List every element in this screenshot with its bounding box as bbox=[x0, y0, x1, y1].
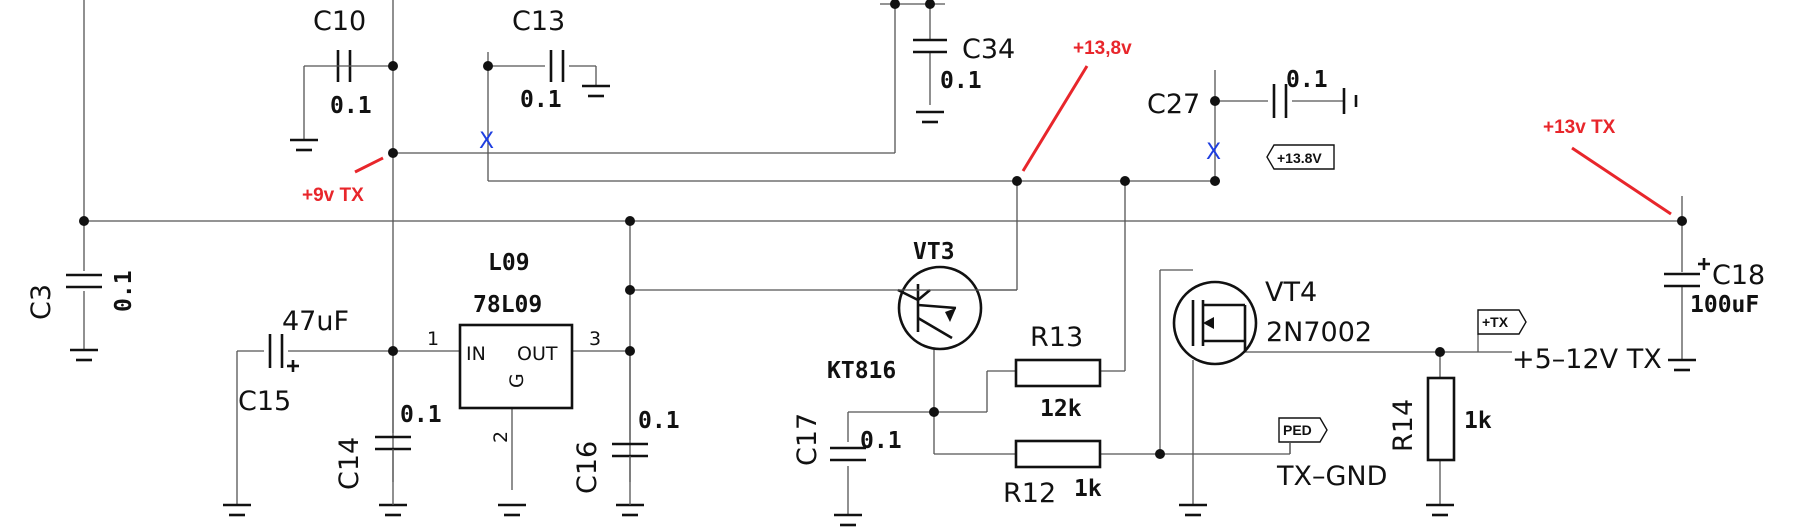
l09-pin1: 1 bbox=[427, 328, 439, 350]
resistor-r12: R12 1k bbox=[1003, 439, 1102, 509]
ground-c18 bbox=[1668, 358, 1696, 372]
capacitor-c16: C16 0.1 bbox=[572, 408, 680, 505]
resistor-r14: R14 1k bbox=[1388, 376, 1492, 462]
c3-value: 0.1 bbox=[111, 270, 137, 312]
vt3-part: KT816 bbox=[827, 358, 896, 384]
r14-value: 1k bbox=[1464, 408, 1492, 434]
c18-ref: C18 bbox=[1712, 260, 1765, 291]
c16-value: 0.1 bbox=[638, 408, 680, 434]
c34-value: 0.1 bbox=[940, 68, 982, 94]
l09-pin-g: G bbox=[506, 373, 528, 388]
c13-ref: C13 bbox=[512, 6, 565, 37]
annotation-9v-tx: +9v TX bbox=[302, 156, 384, 206]
c10-ref: C10 bbox=[313, 6, 366, 37]
capacitor-c27: C27 0.1 bbox=[1147, 67, 1328, 120]
ground-c27 bbox=[1342, 88, 1358, 114]
l09-ref: L09 bbox=[488, 250, 530, 276]
annotation-9v-text: +9v TX bbox=[302, 185, 364, 206]
capacitor-c15: 47uF C15 bbox=[238, 306, 349, 417]
c18-value: 100uF bbox=[1690, 292, 1759, 318]
ground-c13 bbox=[582, 84, 610, 98]
r14-ref: R14 bbox=[1388, 399, 1419, 452]
c17-ref: C17 bbox=[792, 413, 823, 466]
net-plus-tx-label: +TX bbox=[1482, 314, 1509, 330]
ground-c34 bbox=[916, 110, 944, 124]
ground-c10 bbox=[290, 138, 318, 152]
ground-vt4 bbox=[1179, 503, 1207, 517]
ground-c14 bbox=[379, 503, 407, 517]
ground-c3 bbox=[70, 348, 98, 362]
c27-ref: C27 bbox=[1147, 89, 1200, 120]
ground-c17 bbox=[834, 513, 862, 527]
ground-c16 bbox=[616, 503, 644, 517]
net-tag-ped: PED bbox=[1278, 417, 1328, 454]
l09-pin-out: OUT bbox=[517, 343, 558, 365]
c15-ref: C15 bbox=[238, 386, 291, 417]
regulator-l09: L09 78L09 IN OUT G 1 3 2 bbox=[427, 250, 601, 443]
r13-ref: R13 bbox=[1030, 322, 1083, 353]
c16-ref: C16 bbox=[572, 441, 603, 494]
net-13-8v-label: +13.8V bbox=[1277, 150, 1322, 166]
ground-r14 bbox=[1426, 503, 1454, 517]
r12-value: 1k bbox=[1074, 476, 1102, 502]
c27-value: 0.1 bbox=[1286, 67, 1328, 93]
net-tx-gnd: TX–GND bbox=[1276, 461, 1387, 492]
capacitor-c14: C14 0.1 bbox=[334, 402, 442, 505]
net-tag-plus-tx: +TX bbox=[1477, 309, 1527, 335]
annotation-13v-tx: +13v TX bbox=[1543, 117, 1672, 216]
no-connect-mark-2: X bbox=[1206, 140, 1221, 165]
c13-value: 0.1 bbox=[520, 87, 562, 113]
r12-ref: R12 bbox=[1003, 478, 1056, 509]
capacitor-c34: C34 0.1 bbox=[913, 34, 1015, 94]
c3-ref: C3 bbox=[26, 284, 57, 320]
c14-value: 0.1 bbox=[400, 402, 442, 428]
vt3-ref: VT3 bbox=[913, 239, 955, 265]
c15-value: 47uF bbox=[282, 306, 349, 337]
c17-value: 0.1 bbox=[860, 428, 902, 454]
r13-value: 12k bbox=[1040, 396, 1082, 422]
annotation-13v-text: +13v TX bbox=[1543, 117, 1616, 138]
net-supply-tx: +5–12V TX bbox=[1512, 344, 1662, 375]
capacitor-c18: C18 100uF bbox=[1664, 258, 1765, 318]
ground-c15 bbox=[223, 503, 251, 517]
l09-pin2: 2 bbox=[490, 431, 512, 443]
junction-dots bbox=[79, 0, 1687, 459]
capacitor-c3: C3 0.1 bbox=[26, 270, 137, 320]
transistor-vt3: VT3 KT816 bbox=[827, 239, 1017, 384]
l09-part: 78L09 bbox=[473, 292, 542, 318]
vt4-ref: VT4 bbox=[1265, 277, 1317, 308]
capacitor-c10: C10 0.1 bbox=[313, 6, 372, 119]
annotation-13-8v-text: +13,8v bbox=[1073, 38, 1132, 59]
capacitor-c13: C13 0.1 bbox=[512, 6, 565, 113]
transistor-vt4: VT4 2N7002 bbox=[1172, 277, 1372, 366]
c14-ref: C14 bbox=[334, 437, 365, 490]
c10-value: 0.1 bbox=[330, 93, 372, 119]
wires bbox=[83, 0, 1683, 515]
l09-pin-in: IN bbox=[466, 343, 486, 365]
no-connect-mark-1: X bbox=[479, 129, 494, 154]
vt4-part: 2N7002 bbox=[1266, 317, 1372, 348]
net-ped-label: PED bbox=[1283, 422, 1312, 438]
annotation-13-8v: +13,8v bbox=[1021, 38, 1132, 172]
net-tag-13-8v: +13.8V bbox=[1266, 144, 1335, 170]
resistor-r13: R13 12k bbox=[1014, 322, 1102, 422]
c34-ref: C34 bbox=[962, 34, 1015, 65]
capacitor-c17: C17 0.1 bbox=[792, 413, 902, 466]
ground-l09 bbox=[498, 503, 526, 517]
l09-pin3: 3 bbox=[589, 328, 601, 350]
